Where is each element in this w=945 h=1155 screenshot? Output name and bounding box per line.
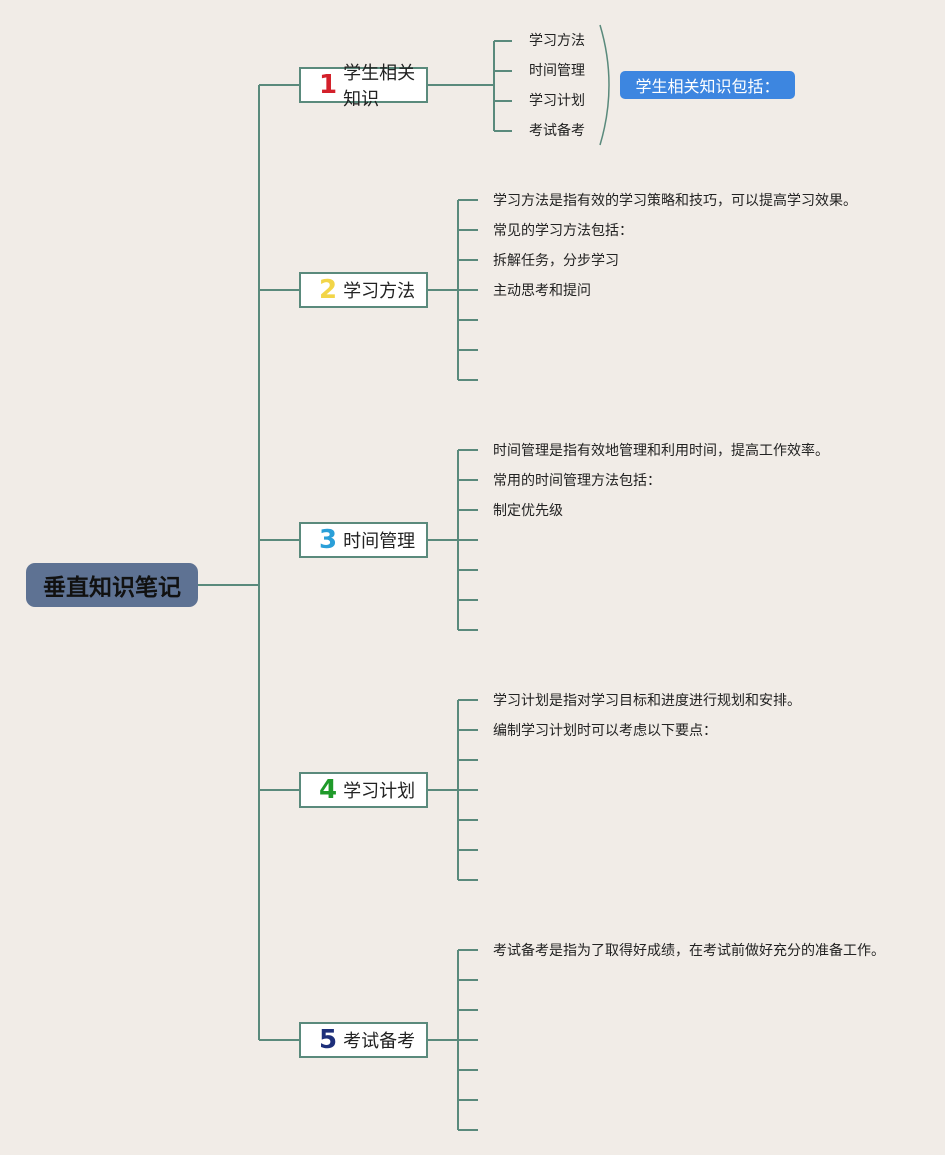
leaf-item[interactable]: 考试备考 [529,123,585,139]
leaf-item[interactable]: 常用的时间管理方法包括： [493,473,661,489]
number-4-icon: 4 [319,775,338,805]
leaf-item[interactable]: 拆解任务，分步学习 [493,253,619,269]
summary-node[interactable]: 学生相关知识包括： [620,71,795,99]
leaf-item[interactable]: 学习方法 [529,33,585,49]
number-2-icon: 2 [319,275,338,305]
number-5-icon: 5 [319,1025,338,1055]
root-node[interactable]: 垂直知识笔记 [26,563,198,607]
leaf-item[interactable]: 主动思考和提问 [493,283,591,299]
number-3-icon: 3 [319,525,338,555]
topic-label: 考试备考 [343,1031,416,1052]
leaf-item[interactable]: 学习计划 [529,93,585,109]
leaf-item[interactable]: 制定优先级 [493,503,563,519]
topic-label: 学生相关知识 [343,63,416,110]
leaf-item[interactable]: 常见的学习方法包括： [493,223,633,239]
number-1-icon: 1 [319,70,338,100]
leaf-item[interactable]: 时间管理是指有效地管理和利用时间，提高工作效率。 [493,443,829,459]
topic-node-3[interactable]: 3 时间管理 [299,522,428,558]
leaf-item[interactable]: 学习方法是指有效的学习策略和技巧，可以提高学习效果。 [493,193,857,209]
topic-label: 学习方法 [343,281,416,302]
leaf-item[interactable]: 学习计划是指对学习目标和进度进行规划和安排。 [493,693,801,709]
topic-node-2[interactable]: 2 学习方法 [299,272,428,308]
topic-node-1[interactable]: 1 学生相关知识 [299,63,428,110]
leaf-item[interactable]: 考试备考是指为了取得好成绩，在考试前做好充分的准备工作。 [493,943,885,959]
leaf-item[interactable]: 时间管理 [529,63,585,79]
topic-label: 时间管理 [343,531,416,552]
topic-label: 学习计划 [343,781,416,802]
summary-brace [599,24,610,146]
topic-node-4[interactable]: 4 学习计划 [299,772,428,808]
topic-node-5[interactable]: 5 考试备考 [299,1022,428,1058]
leaf-item[interactable]: 编制学习计划时可以考虑以下要点： [493,723,717,739]
